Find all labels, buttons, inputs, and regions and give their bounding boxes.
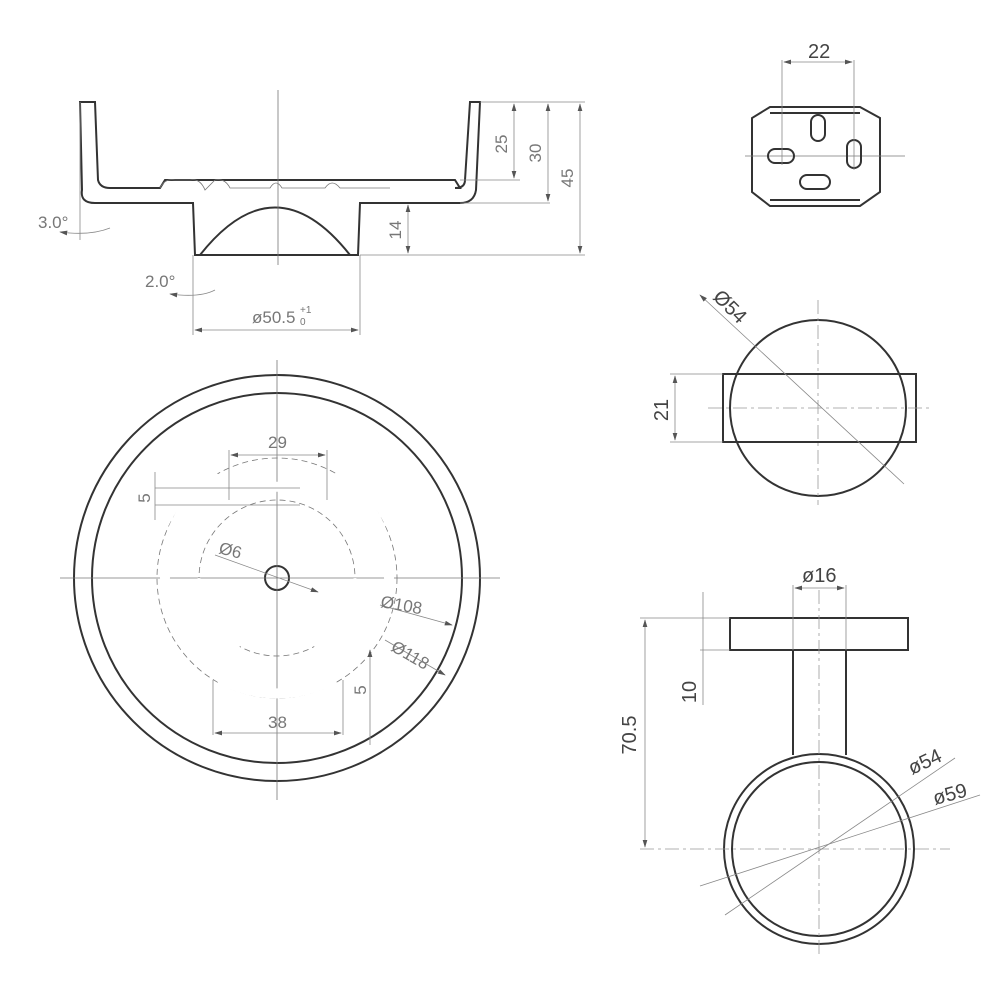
dim-30: 30 [526,144,545,163]
dim-10: 10 [679,681,701,703]
section-view: 25 30 45 14 3.0° 2.0° ø50.5 +1 0 [38,90,585,335]
dim-21: 21 [651,399,673,421]
dim-22: 22 [808,41,830,63]
dim-14: 14 [386,221,405,240]
dim-5-bottom: 5 [351,685,370,694]
dim-108: Ø108 [379,592,423,618]
dim-38: 38 [268,713,287,732]
dim-25: 25 [492,135,511,154]
dim-45: 45 [558,169,577,188]
draft-3: 3.0° [38,213,68,232]
svg-text:+1: +1 [300,305,312,316]
dim-70-5: 70.5 [619,716,641,755]
bracket-view: 22 [745,41,905,207]
dim-5-top: 5 [135,493,154,502]
plan-view: 29 5 Ø6 Ø108 Ø118 38 5 [60,360,500,800]
dim-29: 29 [268,433,287,452]
draft-2: 2.0° [145,272,175,291]
dim-center-hole: Ø6 [217,539,244,563]
dim-54-disc: Ø54 [708,286,750,328]
boss-recess [199,206,351,256]
holder-view: ø16 10 70.5 ø54 ø59 [619,565,981,955]
svg-text:0: 0 [300,317,306,328]
disc-view: Ø54 21 [651,286,930,505]
section-body [78,101,482,256]
bracket-plate [751,106,881,207]
dim-boss-dia: ø50.5 [252,308,295,327]
dim-16: ø16 [802,565,836,587]
dim-54-ring: ø54 [905,745,946,780]
dim-118: Ø118 [388,637,432,674]
dim-59-ring: ø59 [931,780,970,810]
